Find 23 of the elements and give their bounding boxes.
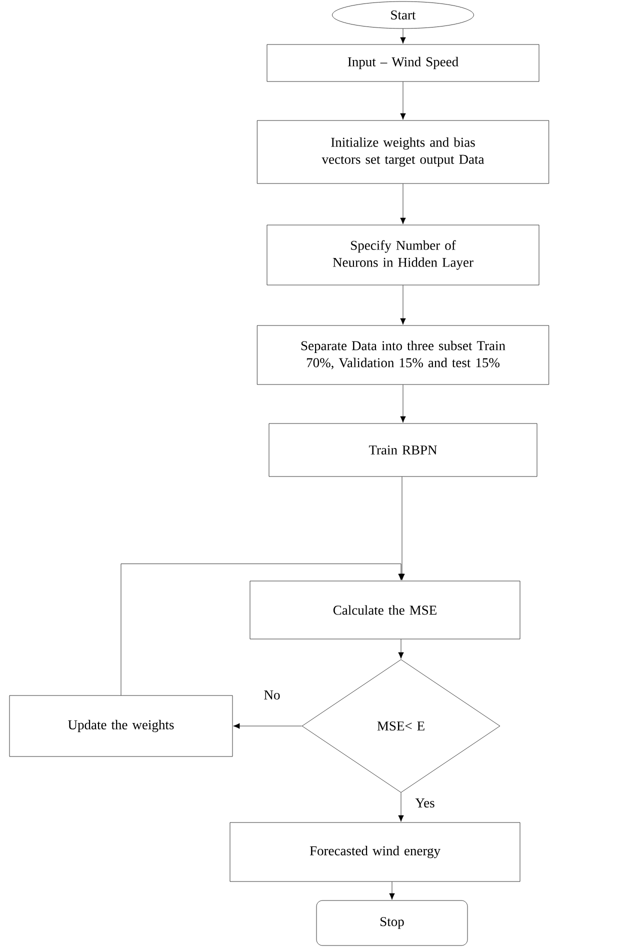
- process-box: Train RBPN: [268, 423, 538, 477]
- arrow: [233, 723, 302, 729]
- arrow: [400, 82, 406, 120]
- start-terminal: Start: [332, 1, 474, 29]
- arrow: [400, 285, 406, 325]
- process-box: Input – Wind Speed: [266, 44, 540, 82]
- edge-label: No: [262, 690, 282, 700]
- edge-label: Yes: [414, 798, 436, 808]
- arrow: [389, 882, 395, 900]
- arrow: [399, 476, 405, 580]
- arrow: [398, 639, 404, 659]
- process-box: Initialize weights and bias vectors set target output Data: [256, 120, 550, 184]
- process-box: Specify Number of Neurons in Hidden Layer: [266, 224, 540, 286]
- arrow: [120, 564, 404, 696]
- process-box: Forecasted wind energy: [230, 822, 520, 882]
- arrow: [400, 184, 406, 224]
- arrow: [400, 28, 406, 44]
- process-box: Separate Data into three subset Train 70%, Validation 15% and test 15%: [256, 325, 550, 385]
- arrow: [400, 384, 406, 423]
- arrow: [398, 792, 404, 822]
- process-box: Calculate the MSE: [250, 580, 520, 640]
- stop-terminal: Stop: [316, 900, 468, 946]
- process-box: Update the weights: [9, 695, 233, 757]
